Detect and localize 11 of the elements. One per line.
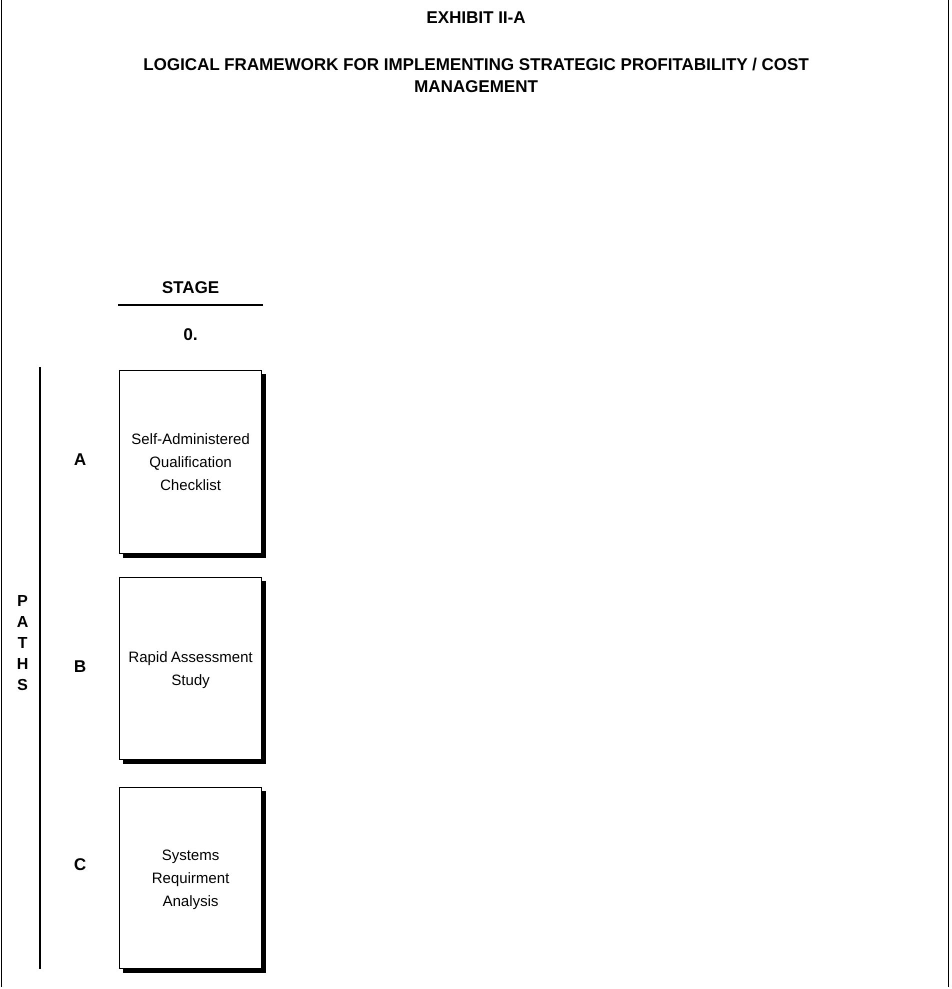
- axis-label: PATHS: [13, 593, 32, 698]
- stage-number: 0.: [182, 325, 199, 345]
- diagram-title: LOGICAL FRAMEWORK FOR IMPLEMENTING STRATEGIC PROFITABILITY / COST MANAGEMENT: [142, 54, 810, 98]
- path-letter: B: [72, 657, 88, 677]
- box-text: Rapid Assessment Study: [128, 648, 253, 690]
- box-text: Systems Requirment Analysis: [150, 846, 230, 912]
- column-heading: STAGE: [118, 278, 263, 306]
- path-letter: C: [72, 855, 88, 875]
- path-letter: A: [72, 450, 88, 470]
- box-text: Self-Administered Qualification Checklist: [130, 430, 251, 496]
- exhibit-number: EXHIBIT II-A: [425, 8, 527, 28]
